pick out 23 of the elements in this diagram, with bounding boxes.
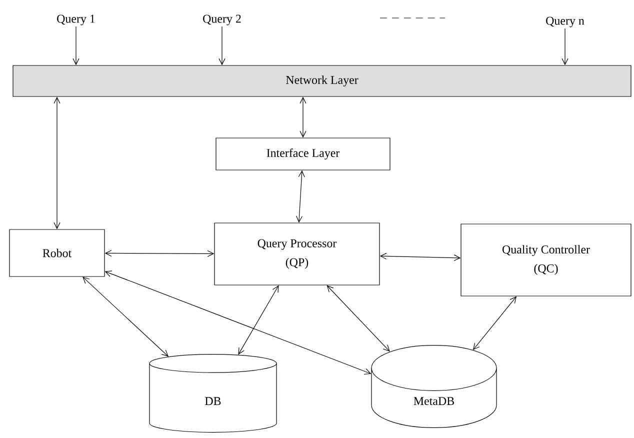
arrow xyxy=(238,285,279,355)
arrow xyxy=(326,285,390,352)
database-cylinder: MetaDB xyxy=(371,345,497,428)
component-box: Query Processor (QP) xyxy=(214,222,380,286)
arrow xyxy=(296,170,305,223)
query-label: Query n xyxy=(546,16,584,28)
query-label: Query 2 xyxy=(203,14,241,26)
arrow xyxy=(104,250,214,257)
arrow xyxy=(72,26,80,66)
arrow xyxy=(218,26,226,66)
network-layer-band: Network Layer xyxy=(12,65,632,97)
arrow xyxy=(104,270,372,375)
arrow xyxy=(54,96,60,230)
component-box: Quality Controller (QC) xyxy=(460,224,632,296)
process-box: Interface Layer xyxy=(216,138,390,170)
arrow xyxy=(562,28,568,66)
arrow xyxy=(82,276,169,357)
query-label: Query 1 xyxy=(57,14,95,26)
arrow xyxy=(472,296,517,350)
arrow xyxy=(380,252,461,262)
database-cylinder: DB xyxy=(149,354,277,433)
arrow xyxy=(300,96,306,138)
process-box: Robot xyxy=(9,229,105,277)
